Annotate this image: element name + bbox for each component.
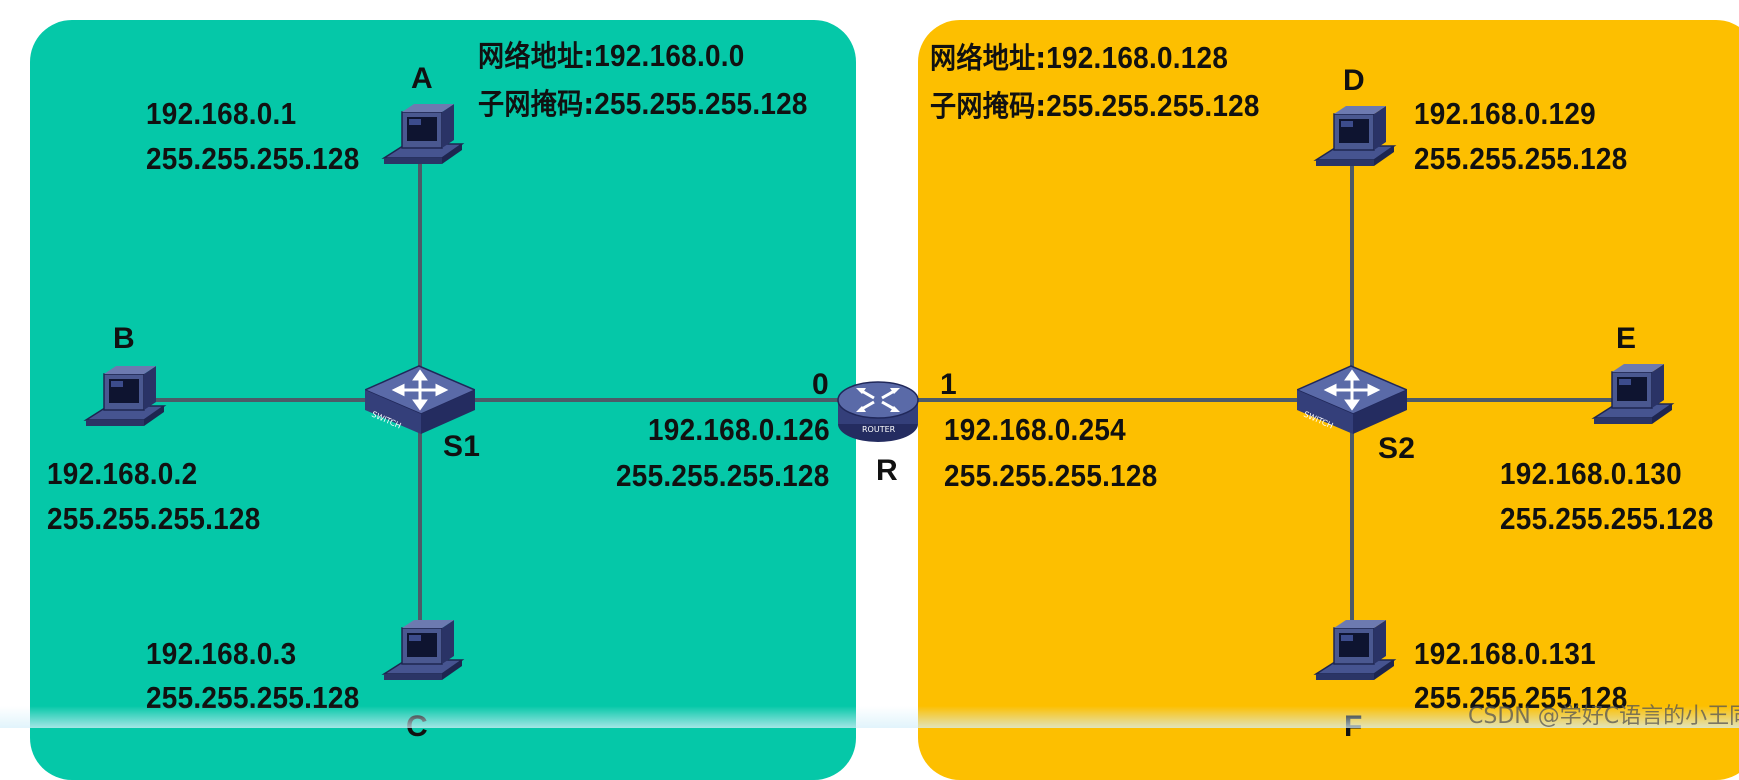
host-b-mask: 255.255.255.128 bbox=[47, 501, 261, 536]
host-b-ip: 192.168.0.2 bbox=[47, 456, 198, 491]
pc-icon[interactable] bbox=[1590, 363, 1676, 434]
right-network-address-label: 网络地址: bbox=[930, 41, 1047, 75]
host-e-mask: 255.255.255.128 bbox=[1500, 501, 1714, 536]
router-port0-mask: 255.255.255.128 bbox=[616, 458, 830, 493]
right-subnet-mask-label: 子网掩码: bbox=[930, 89, 1047, 123]
left-network-address-value: 192.168.0.0 bbox=[594, 38, 745, 73]
right-network-address-value: 192.168.0.128 bbox=[1046, 40, 1229, 75]
right-subnet-mask-value: 255.255.255.128 bbox=[1046, 88, 1260, 123]
pc-icon[interactable] bbox=[1312, 619, 1398, 690]
left-subnet-mask-label: 子网掩码: bbox=[478, 87, 595, 121]
router-port0-label: 0 bbox=[812, 368, 829, 401]
router-port1-label: 1 bbox=[940, 368, 957, 401]
bottom-video-band bbox=[0, 706, 1739, 728]
host-c-ip: 192.168.0.3 bbox=[146, 636, 297, 671]
switch-s1-label: S1 bbox=[443, 430, 481, 463]
host-a-mask: 255.255.255.128 bbox=[146, 141, 360, 176]
left-network-address-label: 网络地址: bbox=[478, 39, 595, 73]
pc-icon[interactable] bbox=[82, 365, 168, 436]
host-d-label: D bbox=[1343, 64, 1365, 97]
router-icon[interactable] bbox=[836, 366, 920, 446]
host-d-ip: 192.168.0.129 bbox=[1414, 96, 1596, 131]
host-e-ip: 192.168.0.130 bbox=[1500, 456, 1682, 491]
left-network-address: 网络地址:192.168.0.0 bbox=[478, 40, 745, 71]
switch-icon[interactable] bbox=[1295, 362, 1409, 442]
pc-icon[interactable] bbox=[380, 103, 466, 174]
watermark-text: CSDN @学好C语言的小王同学 bbox=[1468, 704, 1739, 729]
right-network-address: 网络地址:192.168.0.128 bbox=[930, 42, 1228, 73]
router-port0-ip: 192.168.0.126 bbox=[648, 412, 830, 447]
switch-s2-label: S2 bbox=[1378, 432, 1416, 465]
pc-icon[interactable] bbox=[380, 619, 466, 690]
router-port1-ip: 192.168.0.254 bbox=[944, 412, 1126, 447]
host-f-ip: 192.168.0.131 bbox=[1414, 636, 1596, 671]
left-subnet-mask: 子网掩码:255.255.255.128 bbox=[478, 88, 808, 119]
left-subnet-mask-value: 255.255.255.128 bbox=[594, 86, 808, 121]
pc-icon[interactable] bbox=[1312, 105, 1398, 176]
host-e-label: E bbox=[1616, 322, 1637, 355]
router-label: R bbox=[876, 454, 898, 487]
router-port1-mask: 255.255.255.128 bbox=[944, 458, 1158, 493]
host-b-label: B bbox=[113, 322, 135, 355]
host-a-ip: 192.168.0.1 bbox=[146, 96, 297, 131]
host-d-mask: 255.255.255.128 bbox=[1414, 141, 1628, 176]
host-a-label: A bbox=[411, 62, 433, 95]
right-subnet-mask: 子网掩码:255.255.255.128 bbox=[930, 90, 1260, 121]
